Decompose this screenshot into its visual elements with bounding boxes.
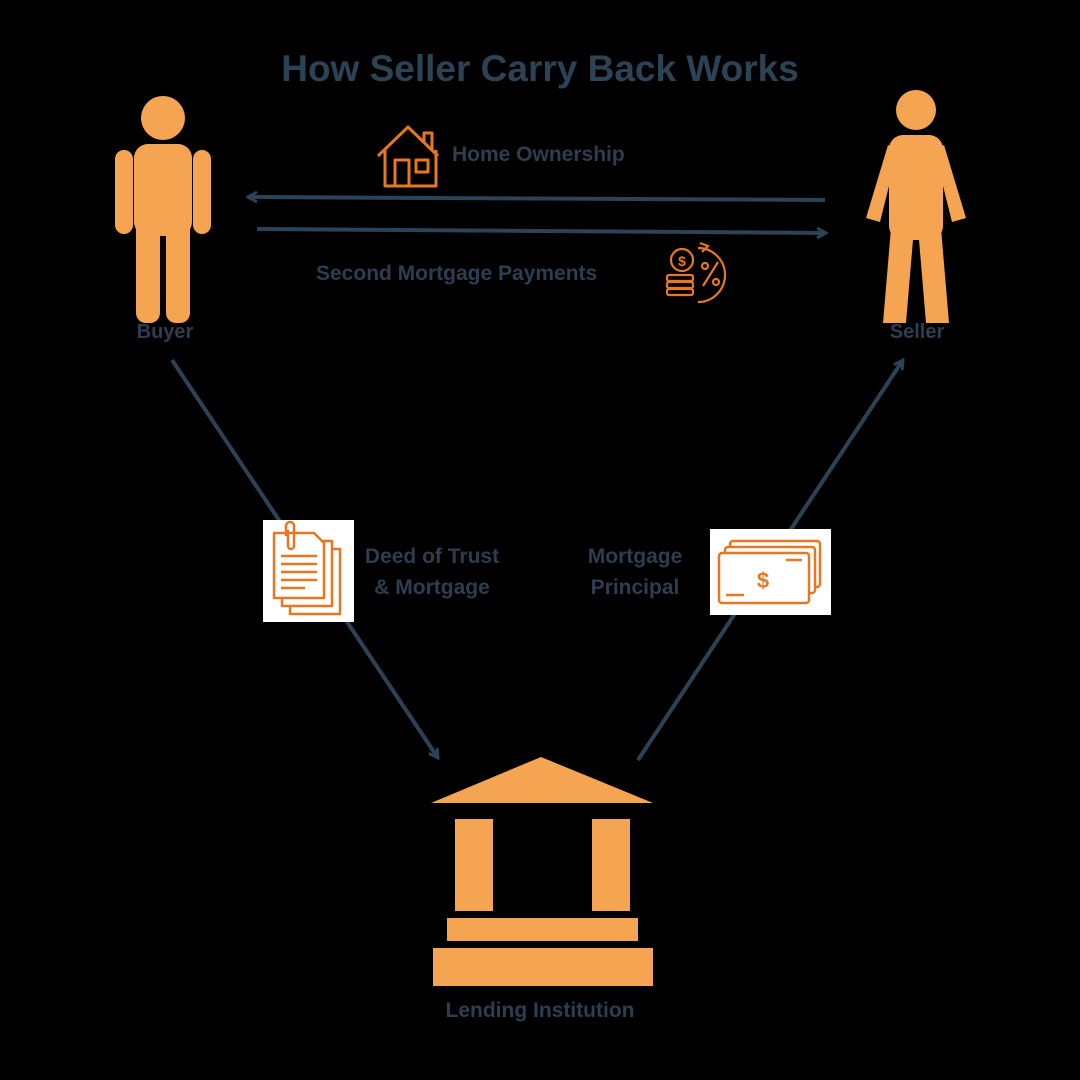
seller-label: Seller	[889, 321, 945, 343]
home-ownership-arrow	[248, 197, 826, 200]
mortgage-principal-label: Mortgage Principal	[570, 541, 700, 603]
cash-icon: $	[710, 529, 831, 615]
cash-dollar-glyph: $	[757, 568, 769, 593]
seller-person-icon	[866, 90, 966, 323]
deed-label-line2: & Mortgage	[374, 576, 490, 599]
home-ownership-label: Home Ownership	[452, 143, 625, 166]
page-title: How Seller Carry Back Works	[281, 48, 799, 89]
house-icon	[376, 125, 440, 188]
buyer-person-icon	[115, 96, 211, 323]
coins-percent-icon	[665, 241, 727, 304]
coin-dollar-glyph: $	[678, 253, 686, 269]
deed-label-line1: Deed of Trust	[364, 545, 500, 568]
second-mortgage-payments-label: Second Mortgage Payments	[316, 262, 598, 285]
deed-of-trust-label: Deed of Trust & Mortgage	[352, 541, 512, 603]
buyer-label: Buyer	[136, 321, 194, 343]
principal-label-line1: Mortgage	[587, 545, 683, 568]
lending-institution-label: Lending Institution	[445, 999, 635, 1022]
payments-arrow	[256, 229, 826, 233]
bank-icon	[431, 757, 653, 986]
documents-icon	[263, 520, 354, 622]
principal-label-line2: Principal	[590, 576, 680, 599]
